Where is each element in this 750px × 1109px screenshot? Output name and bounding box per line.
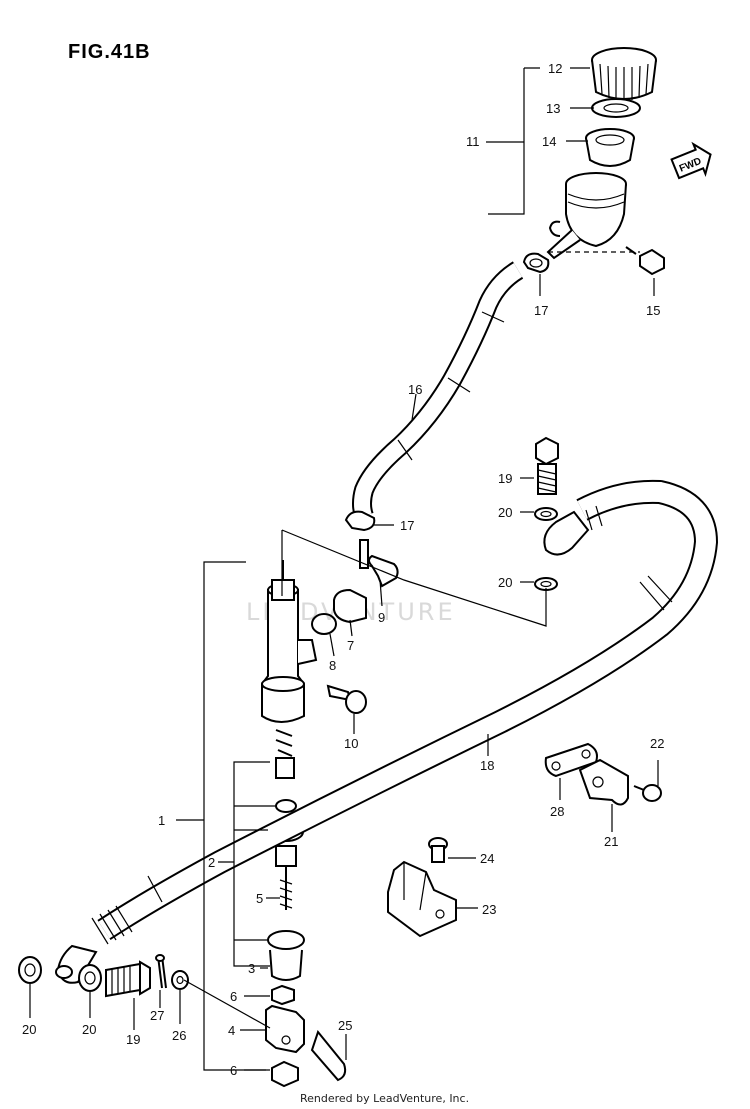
part-5-piston-rod[interactable] — [267, 729, 305, 981]
part-8-o-ring[interactable] — [311, 613, 337, 635]
callout-20-c[interactable]: 20 — [22, 1022, 36, 1037]
callout-22[interactable]: 22 — [650, 736, 664, 751]
callout-5[interactable]: 5 — [256, 891, 263, 906]
callout-28[interactable]: 28 — [550, 804, 564, 819]
callout-20-d[interactable]: 20 — [82, 1022, 96, 1037]
callout-11[interactable]: 11 — [466, 134, 480, 149]
part-17-clamp-lower[interactable] — [344, 510, 376, 532]
callout-14[interactable]: 14 — [542, 134, 556, 149]
part-10-bolt[interactable] — [326, 684, 367, 714]
callout-24[interactable]: 24 — [480, 851, 494, 866]
callout-20-b[interactable]: 20 — [498, 575, 512, 590]
callout-4[interactable]: 4 — [228, 1023, 235, 1038]
part-4-clevis[interactable] — [265, 1004, 305, 1054]
callout-9[interactable]: 9 — [378, 610, 385, 625]
forward-arrow-badge: FWD — [670, 141, 712, 180]
part-15-screw[interactable] — [625, 246, 665, 276]
part-13-plate[interactable] — [591, 98, 641, 118]
callout-18[interactable]: 18 — [480, 758, 494, 773]
part-26-washer[interactable] — [171, 970, 189, 990]
callout-17-upper[interactable]: 17 — [534, 303, 548, 318]
part-16-reservoir-hose[interactable] — [352, 261, 524, 520]
callout-23[interactable]: 23 — [482, 902, 496, 917]
callout-21[interactable]: 21 — [604, 834, 618, 849]
part-21-bracket[interactable] — [578, 758, 629, 806]
part-14-diaphragm[interactable] — [585, 128, 635, 167]
part-6-nut-upper[interactable] — [271, 984, 295, 1006]
callout-16[interactable]: 16 — [408, 382, 422, 397]
figure-title: FIG.41B — [68, 41, 151, 63]
footer-credit: Rendered by LeadVenture, Inc. — [300, 1092, 469, 1105]
callout-19-upper[interactable]: 19 — [498, 471, 512, 486]
leader-11-bracket — [488, 67, 540, 215]
callout-25[interactable]: 25 — [338, 1018, 352, 1033]
callout-27[interactable]: 27 — [150, 1008, 164, 1023]
callout-labels: 12 13 14 11 15 17 16 17 19 20 20 9 7 8 1… — [22, 61, 664, 1078]
callout-7[interactable]: 7 — [347, 638, 354, 653]
callout-3[interactable]: 3 — [248, 961, 255, 976]
part-7-union[interactable] — [333, 588, 367, 624]
part-20-washer-4[interactable] — [78, 964, 102, 992]
reservoir-body[interactable] — [546, 172, 627, 260]
leader-lines — [29, 67, 659, 1071]
part-12-reservoir-cap[interactable] — [591, 47, 657, 101]
part-9-hose-fitting[interactable] — [359, 539, 399, 588]
callout-17-lower[interactable]: 17 — [400, 518, 414, 533]
callout-19-lower[interactable]: 19 — [126, 1032, 140, 1047]
callout-15[interactable]: 15 — [646, 303, 660, 318]
part-6-nut-lower[interactable] — [271, 1060, 299, 1088]
reservoir-assembly — [522, 47, 665, 276]
callout-6-lower[interactable]: 6 — [230, 1063, 237, 1078]
part-24-screw[interactable] — [428, 837, 448, 863]
part-22-screw[interactable] — [633, 784, 662, 802]
callout-2[interactable]: 2 — [208, 855, 215, 870]
callout-26[interactable]: 26 — [172, 1028, 186, 1043]
part-17-clamp-upper[interactable] — [522, 252, 550, 274]
callout-20-a[interactable]: 20 — [498, 505, 512, 520]
master-cylinder-body[interactable] — [261, 560, 318, 723]
callout-10[interactable]: 10 — [344, 736, 358, 751]
part-20-washer-1[interactable] — [534, 507, 558, 521]
callout-13[interactable]: 13 — [546, 101, 560, 116]
part-20-washer-3[interactable] — [18, 956, 42, 984]
callout-1[interactable]: 1 — [158, 813, 165, 828]
callout-6-upper[interactable]: 6 — [230, 989, 237, 1004]
part-19-banjo-bolt-upper[interactable] — [535, 436, 559, 495]
callout-8[interactable]: 8 — [329, 658, 336, 673]
part-23-holder[interactable] — [387, 860, 457, 938]
callout-12[interactable]: 12 — [548, 61, 562, 76]
part-25-pin[interactable] — [310, 1029, 347, 1082]
part-19-banjo-bolt-lower[interactable] — [105, 960, 151, 998]
part-27-cotter-pin[interactable] — [155, 954, 167, 989]
